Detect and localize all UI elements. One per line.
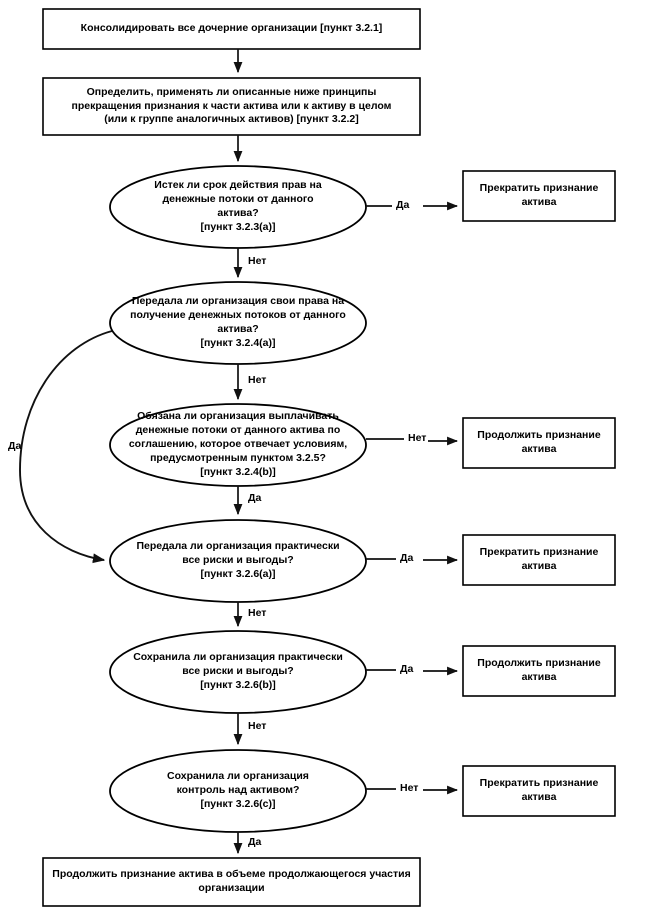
edge-e14-label: Да: [248, 836, 262, 848]
node-o1-shape: [462, 170, 616, 222]
edge-e4-label: Нет: [248, 255, 267, 267]
node-o4-shape: [462, 645, 616, 697]
node-d6-shape: [109, 749, 367, 833]
node-n1-shape: [42, 8, 421, 50]
node-o2-shape: [462, 417, 616, 469]
edge-e10-label: Нет: [248, 607, 267, 619]
edge-e11-label: Да: [400, 663, 414, 675]
edge-e3-label: Да: [396, 199, 410, 211]
edge-e7-label: Нет: [408, 432, 427, 444]
edge-e6-label: Нет: [248, 374, 267, 386]
edge-e8-label: Да: [248, 492, 262, 504]
edge-e9-label: Да: [400, 552, 414, 564]
node-n9-shape: [42, 857, 421, 907]
node-d2-shape: [109, 281, 367, 365]
node-o5-shape: [462, 765, 616, 817]
edge-e5-curve: [19, 330, 113, 564]
node-d3-shape: [109, 403, 367, 487]
edge-e12-label: Нет: [248, 720, 267, 732]
node-d4-shape: [109, 519, 367, 603]
node-d1-shape: [109, 165, 367, 249]
node-n2-shape: [42, 77, 421, 136]
edge-e13-label: Нет: [400, 782, 419, 794]
node-d5-shape: [109, 630, 367, 714]
node-o3-shape: [462, 534, 616, 586]
edge-e5-label: Да: [8, 440, 22, 452]
